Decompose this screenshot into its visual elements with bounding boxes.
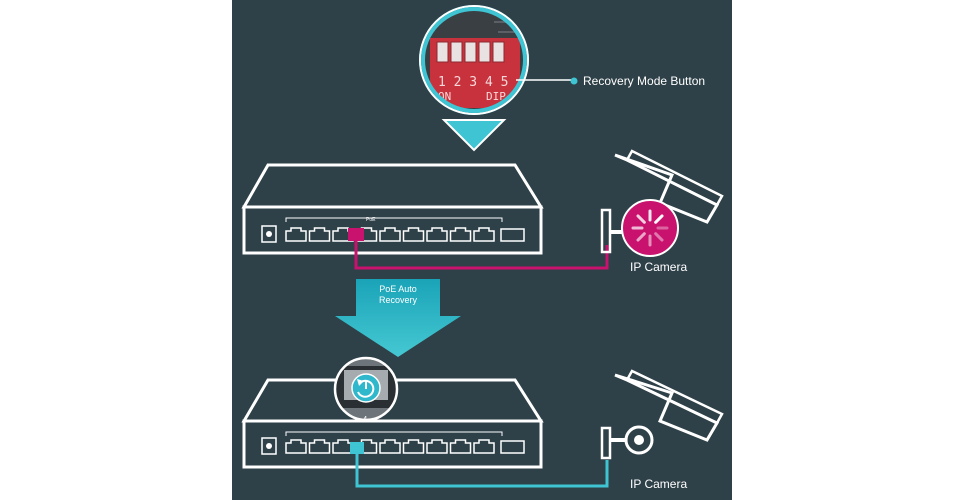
top-camera-cable <box>348 228 609 270</box>
switch-top-ethernet-port <box>402 227 425 242</box>
switch-bottom-ethernet-port <box>449 439 472 454</box>
switch-top: PoE <box>241 163 544 255</box>
switch-bottom-ethernet-port <box>473 439 495 454</box>
spinner-icon <box>631 209 669 247</box>
recovery-mode-label: Recovery Mode Button <box>583 74 705 88</box>
switch-bottom-ethernet-port <box>379 439 401 454</box>
spinner-tick <box>654 232 664 242</box>
spinner-tick <box>636 232 646 242</box>
poe-auto-recovery-arrow: PoE Auto Recovery <box>335 279 461 357</box>
switch-bottom-sfp-slot <box>500 440 525 454</box>
switch-bottom-power-jack <box>261 437 277 455</box>
bottom-camera-cable <box>350 442 609 488</box>
zoom-port-number: 4 <box>363 415 368 424</box>
port-zoom-callout: 4 <box>333 356 399 424</box>
switch-bottom-ethernet-port <box>332 439 354 454</box>
arrow-label-line1: PoE Auto <box>379 284 417 294</box>
switch-top-ethernet-port <box>449 227 472 242</box>
camera-status-circle <box>621 199 679 257</box>
arrow-label-line2: Recovery <box>379 295 418 305</box>
top-camera-label: IP Camera <box>630 260 687 274</box>
switch-bottom-ethernet-port <box>308 439 331 454</box>
spinner-tick <box>654 214 664 224</box>
switch-top-ethernet-port <box>285 227 307 242</box>
switch-bottom-ethernet-port <box>285 439 307 454</box>
switch-top-port-label: PoE <box>366 217 376 223</box>
switch-top-power-jack <box>261 225 277 243</box>
switch-bottom-ethernet-port <box>426 439 448 454</box>
switch-bottom-ethernet-port <box>402 439 425 454</box>
ip-camera-bottom: IP Camera <box>600 369 724 491</box>
ip-camera-top: IP Camera <box>600 149 724 274</box>
poe-recovery-diagram: 1 2 3 4 5 ON DIP Recovery Mode Button Po… <box>232 0 732 500</box>
bottom-camera-label: IP Camera <box>630 477 687 491</box>
spinner-tick <box>636 214 646 224</box>
switch-top-sfp-slot <box>500 228 525 242</box>
recovery-mode-leader: Recovery Mode Button <box>516 74 705 88</box>
dip-switch-callout: 1 2 3 4 5 ON DIP <box>419 5 529 152</box>
switch-top-ethernet-port <box>426 227 448 242</box>
dip-label: DIP <box>486 90 506 103</box>
switch-top-ethernet-port <box>308 227 331 242</box>
dip-numbers: 1 2 3 4 5 <box>438 75 508 90</box>
power-restart-icon <box>351 373 381 403</box>
switch-top-ethernet-port <box>473 227 495 242</box>
switch-bottom <box>241 378 544 469</box>
switch-top-ethernet-port <box>379 227 401 242</box>
